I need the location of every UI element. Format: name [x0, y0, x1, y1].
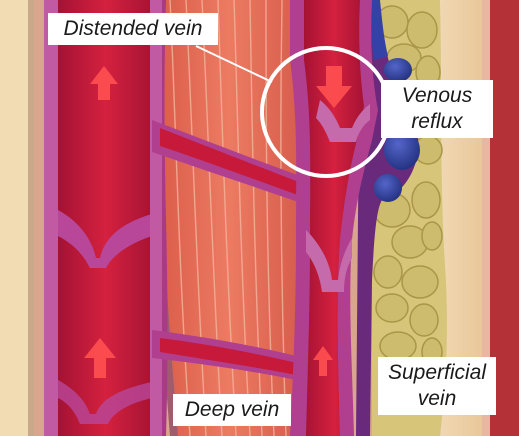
label-venous-reflux: Venous reflux: [381, 80, 493, 138]
label-superficial-vein: Superficial vein: [378, 357, 496, 415]
label-superficial-vein-line2: vein: [386, 386, 488, 412]
left-tissue-band: [0, 0, 30, 436]
label-venous-reflux-line2: reflux: [389, 109, 485, 135]
label-superficial-vein-line1: Superficial: [386, 360, 488, 386]
label-venous-reflux-line1: Venous: [389, 83, 485, 109]
label-deep-vein: Deep vein: [173, 394, 291, 426]
label-distended-vein: Distended vein: [48, 13, 218, 45]
